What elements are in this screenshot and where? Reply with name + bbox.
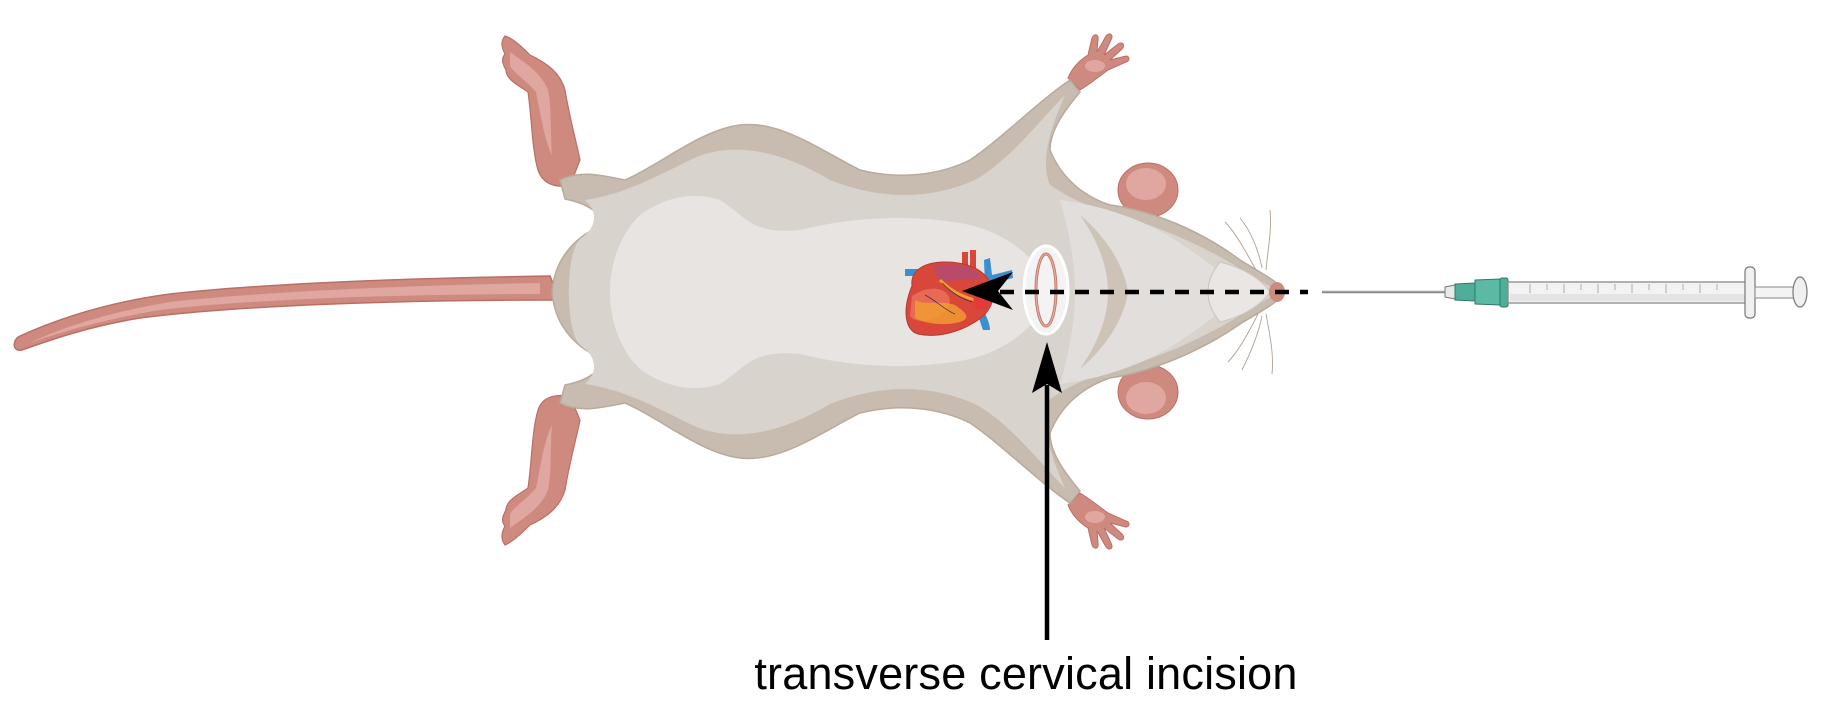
- forepaw-upper: [1067, 33, 1130, 91]
- ear-lower: [1117, 364, 1179, 420]
- ear-upper: [1117, 162, 1179, 218]
- annotation-label: transverse cervical incision: [754, 648, 1298, 699]
- forepaw-lower: [1067, 492, 1130, 550]
- annotation-arrow-up: [1032, 342, 1062, 640]
- hind-paw-lower: [501, 394, 581, 546]
- tail: [13, 275, 562, 351]
- syringe-icon: [1322, 266, 1808, 319]
- hind-paw-upper: [501, 35, 581, 187]
- needle-path-arrowhead: [962, 272, 1013, 310]
- whiskers: [1224, 209, 1273, 375]
- heart-icon: [905, 250, 1013, 336]
